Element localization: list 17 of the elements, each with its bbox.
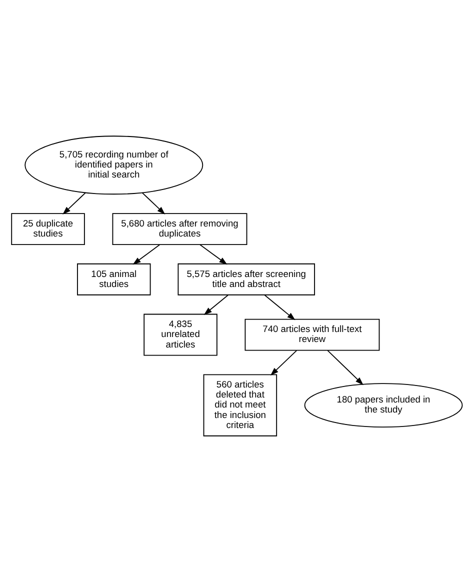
arrow — [264, 294, 296, 320]
node-box: 105 animal studies — [77, 263, 151, 296]
arrow — [132, 244, 160, 265]
node-box: 740 articles with full-text review — [244, 318, 380, 351]
arrow — [62, 192, 86, 214]
node-box: 5,575 articles after screening title and abstract — [178, 263, 316, 296]
arrow — [142, 192, 166, 214]
node-box: 25 duplicate studies — [11, 213, 85, 245]
node-box: 4,835 unrelated articles — [144, 314, 218, 356]
node-ellipse: 180 papers included in the study — [304, 383, 463, 428]
node-ellipse: 5,705 recording number of identified papers in initial search — [24, 136, 204, 195]
arrow — [200, 244, 228, 265]
arrow — [270, 350, 298, 376]
arrow — [204, 294, 228, 315]
node-box: 5,680 articles after removing duplicates — [112, 213, 248, 245]
node-box: 560 articles deleted that did not meet the inclusion criteria — [203, 374, 278, 436]
arrow — [327, 350, 364, 386]
